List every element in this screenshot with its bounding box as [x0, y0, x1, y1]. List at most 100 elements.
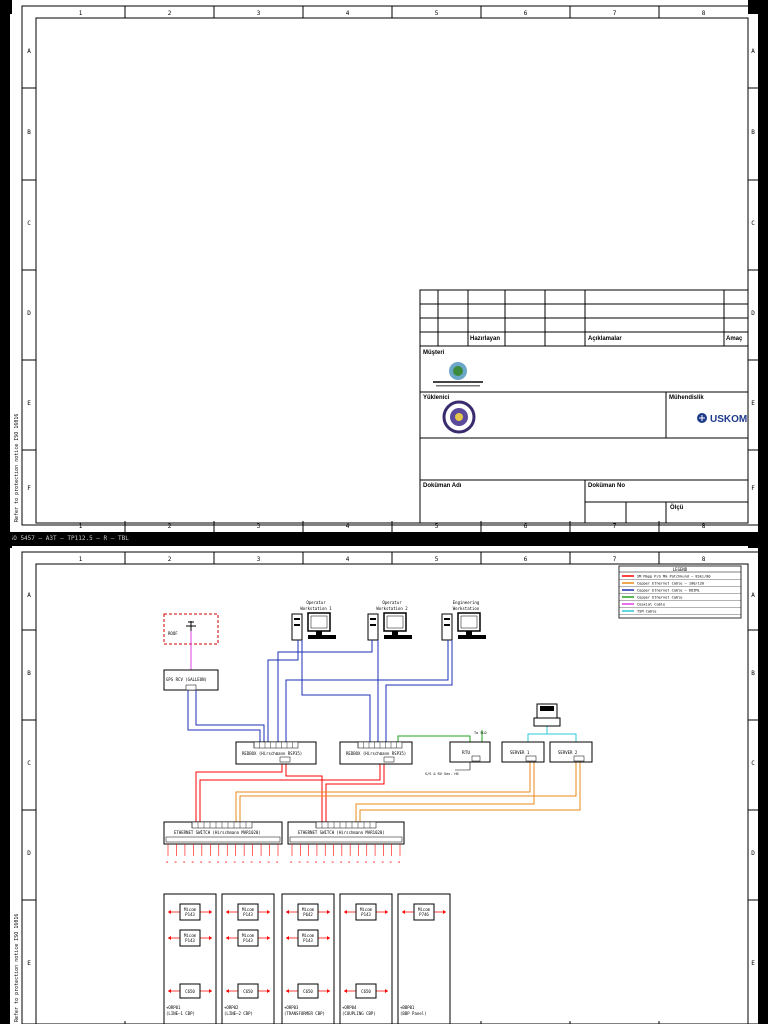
redbox-2: REDBOX (Hirschmann RSP35): [339, 741, 413, 765]
svg-text:▮: ▮: [372, 861, 376, 863]
svg-text:▮: ▮: [267, 861, 271, 863]
row-letter: A: [27, 48, 31, 55]
switch-label: ETHERNET SWITCH (Hirschmann MAR1020): [174, 830, 261, 835]
row-letter: D: [27, 310, 31, 317]
legend-title: LEGEND: [673, 567, 688, 572]
row-letter: E: [27, 960, 31, 967]
svg-text:▮: ▮: [339, 861, 343, 863]
column-number: 7: [613, 10, 617, 17]
column-number: 2: [168, 556, 172, 563]
c650-label: C650: [243, 989, 253, 994]
panel-3: MicomP642MicomP143C650+ORP03(TRANSFORMER…: [281, 893, 335, 1024]
ethernet-switch-1: ETHERNET SWITCH (Hirschmann MAR1020) ▮ ▮ ▮ ▮…: [163, 821, 283, 863]
panel-tag: +ORP01: [166, 1005, 181, 1010]
row-letter: C: [27, 760, 31, 767]
panel-tag: +ORP03: [284, 1005, 299, 1010]
column-number: 7: [613, 523, 617, 530]
uskom-logo: USKOM: [697, 413, 747, 425]
svg-text:▮: ▮: [199, 861, 203, 863]
module-label: Micom: [242, 907, 255, 912]
cyan-cables: [527, 726, 577, 742]
row-letter: C: [27, 220, 31, 227]
panel-name: (BBP Panel): [400, 1011, 427, 1016]
gps-label: GPS RCV (GALLEON): [166, 677, 207, 682]
customer-logo: [433, 362, 483, 387]
scale-label: Ölçü: [670, 504, 684, 511]
column-number: 5: [435, 556, 439, 563]
c650-label: C650: [303, 989, 313, 994]
row-letter: B: [27, 670, 31, 677]
orange-cables: [235, 762, 581, 822]
row-letter: F: [27, 485, 31, 492]
prepared-label: Hazırlayan: [470, 336, 500, 342]
roof-label: ROOF: [168, 631, 178, 636]
legend-item: TSM Cable: [637, 610, 656, 614]
contractor-logo: [442, 400, 476, 434]
column-number: 5: [435, 10, 439, 17]
panel-name: (LINE–1 CBP): [166, 1011, 195, 1016]
row-letter: C: [751, 760, 755, 767]
panel-tag: +ORP02: [224, 1005, 239, 1010]
column-number: 2: [168, 523, 172, 530]
svg-text:▮: ▮: [306, 861, 310, 863]
row-letter: E: [751, 400, 755, 407]
svg-text:▮: ▮: [275, 861, 279, 863]
row-letter: E: [27, 400, 31, 407]
blue-cables: [187, 640, 453, 742]
svg-text:▮: ▮: [165, 861, 169, 863]
to-sld-label: To SLD: [474, 731, 487, 735]
doc-no-label: Doküman No: [588, 483, 625, 489]
row-letter: B: [751, 129, 755, 136]
column-number: 1: [79, 556, 83, 563]
red-cables: [195, 762, 385, 822]
svg-text:P143: P143: [185, 938, 195, 943]
panel-name: (TRANSFORMER CBP): [284, 1011, 325, 1016]
svg-text:▮: ▮: [364, 861, 368, 863]
column-number: 6: [524, 10, 528, 17]
panel-tag: +BBP01: [400, 1005, 415, 1010]
column-number: 1: [79, 10, 83, 17]
engineering-label: Mühendislik: [669, 395, 704, 401]
row-letter: A: [751, 48, 755, 55]
redbox-1: REDBOX (Hirschmann RSP35): [235, 741, 317, 765]
row-letter: C: [751, 220, 755, 227]
legend: LEGEND SM Mapp P/G Mm Patchkund – 8Ski/8…: [618, 565, 742, 619]
gps-receiver: GPS RCV (GALLEON): [163, 669, 219, 691]
switch-label: ETHERNET SWITCH (Hirschmann MAR1020): [298, 830, 385, 835]
svg-text:▮: ▮: [173, 861, 177, 863]
footer-code-text: ISO 5457 – A3T – TP112.5 – R – TBL: [6, 535, 129, 542]
row-letter: D: [751, 310, 755, 317]
row-letter: F: [751, 485, 755, 492]
column-number: 4: [346, 10, 350, 17]
module-label: Micom: [418, 907, 431, 912]
svg-text:P143: P143: [243, 912, 253, 917]
customer-label: Müşteri: [423, 350, 445, 356]
svg-text:Workstation 2: Workstation 2: [376, 606, 408, 611]
column-number: 8: [702, 523, 706, 530]
svg-text:▮: ▮: [397, 861, 401, 863]
remarks-label: Açıklamalar: [588, 336, 622, 342]
purpose-label: Amaç: [726, 336, 743, 342]
rtu-label: RTU: [462, 750, 470, 756]
svg-text:▮: ▮: [250, 861, 254, 863]
panel-tag: +ORP04: [342, 1005, 357, 1010]
row-letter: E: [751, 960, 755, 967]
server-label: SERVER 1: [510, 750, 530, 755]
legend-item: Copper Ethernet Cable – 100/120: [637, 582, 704, 586]
svg-text:P143: P143: [185, 912, 195, 917]
row-letter: A: [27, 592, 31, 599]
redbox-label: REDBOX (Hirschmann RSP35): [242, 751, 302, 756]
printer-icon: [533, 703, 561, 727]
svg-text:▮: ▮: [224, 861, 228, 863]
svg-text:P143: P143: [303, 938, 313, 943]
legend-item: SM Mapp P/G Mm Patchkund – 8Ski/80: [637, 575, 711, 579]
rtu-device: RTU To SLD S/S & RV Sev. HS: [425, 731, 491, 776]
protection-note-2: Refer to protection notice ISO 16016: [14, 914, 20, 1022]
server-2: SERVER 2: [549, 741, 593, 763]
